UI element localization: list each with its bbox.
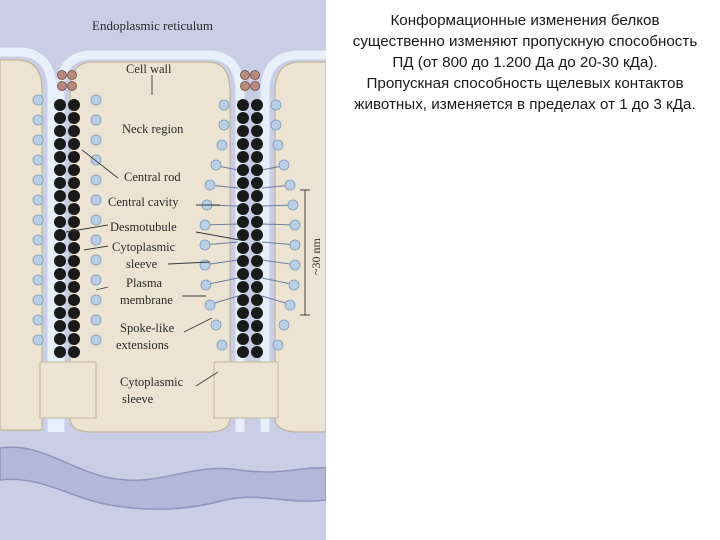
label-cytoplasmic-sleeve-b-line1: Cytoplasmic	[120, 375, 184, 389]
label-central-cavity: Central cavity	[108, 195, 179, 209]
neck-beads-right	[240, 70, 260, 91]
er-lower-tube	[0, 446, 326, 510]
caption-paragraph-1: Конформационные изменения белков существ…	[352, 12, 698, 71]
sleeve-cap-left	[39, 361, 97, 419]
label-neck-region: Neck region	[122, 122, 184, 136]
label-central-rod: Central rod	[124, 170, 181, 184]
leader-lines	[65, 75, 241, 387]
label-endoplasmic-reticulum: Endoplasmic reticulum	[92, 18, 213, 33]
caption: Конформационные изменения белков существ…	[350, 10, 700, 115]
plasmodesmata-diagram: Endoplasmic reticulum Cell wall Neck reg…	[0, 0, 326, 540]
membrane-beads-left	[32, 94, 102, 346]
cell-wall-blocks	[0, 59, 326, 433]
label-cytoplasmic-sleeve-line2: sleeve	[126, 257, 158, 271]
label-plasma-membrane-line1: Plasma	[126, 276, 163, 290]
label-scale: ~30 nm	[309, 238, 323, 275]
label-cytoplasmic-sleeve-line1: Cytoplasmic	[112, 240, 176, 254]
caption-paragraph-2: Пропускная способность щелевых контактов…	[354, 75, 696, 113]
central-rod-left	[54, 99, 80, 358]
sleeve-cap-right	[213, 361, 279, 419]
label-cell-wall: Cell wall	[126, 62, 172, 76]
label-cytoplasmic-sleeve-b-line2: sleeve	[122, 392, 154, 406]
label-spoke-like-line2: extensions	[116, 338, 169, 352]
label-plasma-membrane-line2: membrane	[120, 293, 173, 307]
label-desmotubule: Desmotubule	[110, 220, 177, 234]
label-spoke-like-line1: Spoke-like	[120, 321, 175, 335]
central-rod-right	[237, 99, 263, 358]
neck-beads-left	[57, 70, 77, 91]
